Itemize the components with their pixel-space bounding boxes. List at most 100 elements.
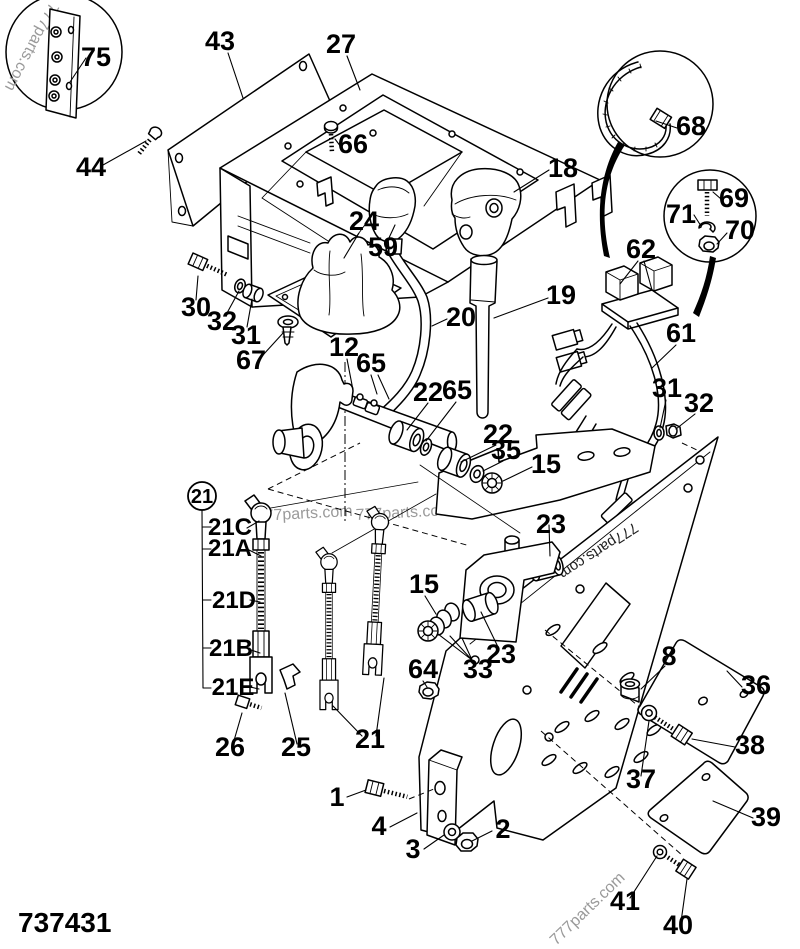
callout-20: 20 bbox=[446, 302, 476, 332]
detail-circle-69-70-71 bbox=[663, 169, 757, 263]
callout-21E: 21E bbox=[212, 674, 255, 701]
nut-2 bbox=[455, 832, 479, 852]
callout-66: 66 bbox=[338, 129, 368, 159]
bolt-26 bbox=[234, 694, 263, 711]
knob-18 bbox=[450, 167, 522, 257]
callout-27: 27 bbox=[326, 29, 356, 59]
callout-68: 68 bbox=[676, 111, 706, 141]
callout-75: 75 bbox=[81, 42, 111, 72]
callout-59: 59 bbox=[368, 232, 398, 262]
leader-lines bbox=[69, 52, 754, 923]
callout-24: 24 bbox=[349, 206, 379, 236]
detail-circle-68 bbox=[597, 50, 714, 158]
callout-44: 44 bbox=[76, 152, 106, 182]
callout-21C: 21C bbox=[208, 514, 252, 541]
lock-nut-15b bbox=[417, 620, 439, 642]
callout-65a: 65 bbox=[356, 348, 386, 378]
bolt-69 bbox=[697, 179, 718, 216]
washer-3 bbox=[443, 823, 461, 841]
callout-61: 61 bbox=[666, 318, 696, 348]
callout-70: 70 bbox=[725, 215, 755, 245]
callout-30: 30 bbox=[181, 292, 211, 322]
callout-22b: 22 bbox=[483, 419, 513, 449]
callout-12: 12 bbox=[329, 332, 359, 362]
callout-35: 35 bbox=[491, 435, 521, 465]
tie-rod-group-21 bbox=[187, 481, 390, 713]
callout-31a: 31 bbox=[231, 320, 261, 350]
callout-18: 18 bbox=[548, 153, 578, 183]
pointer-swoosh-69 bbox=[693, 256, 716, 317]
callout-19: 19 bbox=[546, 280, 576, 310]
callout-23a: 23 bbox=[536, 509, 566, 539]
inline-connector bbox=[551, 379, 592, 421]
tie-rod-right bbox=[358, 506, 390, 675]
washer-31b-nut-32b bbox=[653, 423, 713, 458]
panel-flange bbox=[435, 428, 656, 582]
callout-71: 71 bbox=[666, 199, 696, 229]
pivot-bracket bbox=[417, 541, 561, 643]
callout-40: 40 bbox=[663, 910, 693, 940]
lever-rod-19 bbox=[469, 254, 498, 419]
spacer-22a bbox=[388, 420, 425, 453]
detail-circle-75: 777parts.com bbox=[1, 0, 123, 119]
nut-64 bbox=[418, 681, 440, 700]
bracket-4 bbox=[426, 749, 463, 846]
callout-32b: 32 bbox=[684, 388, 714, 418]
diagram-artwork: 777parts.com bbox=[1, 0, 765, 880]
callout-26: 26 bbox=[215, 732, 245, 762]
callout-64: 64 bbox=[408, 654, 438, 684]
spacer-22b bbox=[436, 446, 472, 478]
bolt-40 bbox=[663, 853, 697, 880]
nut-70 bbox=[698, 235, 720, 253]
callout-15b: 15 bbox=[409, 569, 439, 599]
callout-38: 38 bbox=[735, 730, 765, 760]
plate-39 bbox=[647, 760, 749, 855]
pointer-swoosh-68 bbox=[599, 142, 625, 258]
callout-36: 36 bbox=[741, 670, 771, 700]
callout-65b: 65 bbox=[442, 375, 472, 405]
watermark-center-left: 777parts.com bbox=[255, 503, 353, 525]
gaiter-24 bbox=[267, 233, 402, 338]
grommet-67 bbox=[277, 315, 299, 346]
callout-21B: 21B bbox=[209, 635, 253, 662]
plate-36 bbox=[637, 639, 765, 765]
bolt-38 bbox=[653, 715, 694, 746]
callout-43: 43 bbox=[205, 26, 235, 56]
callout-67: 67 bbox=[236, 345, 266, 375]
bolt-30 bbox=[187, 252, 228, 277]
callout-39: 39 bbox=[751, 802, 781, 832]
callout-labels: 75 43 27 44 66 18 68 69 71 70 24 59 62 3… bbox=[76, 26, 781, 940]
knob-59 bbox=[368, 177, 417, 255]
lock-nut-15a bbox=[481, 472, 503, 494]
switch-62 bbox=[601, 256, 679, 330]
callout-25: 25 bbox=[281, 732, 311, 762]
callout-32a: 32 bbox=[207, 306, 237, 336]
callout-22a: 22 bbox=[413, 377, 443, 407]
callout-41: 41 bbox=[610, 886, 640, 916]
callout-21D: 21D bbox=[212, 587, 256, 614]
cross-shaft-12 bbox=[272, 363, 503, 494]
construction-dashes bbox=[267, 442, 471, 547]
tie-rod-middle bbox=[316, 547, 338, 709]
callout-21: 21 bbox=[355, 724, 385, 754]
callout-31b: 31 bbox=[652, 373, 682, 403]
callout-4: 4 bbox=[371, 811, 386, 841]
washer-41 bbox=[652, 844, 668, 860]
spacer-8 bbox=[619, 678, 641, 703]
figure-number: 737431 bbox=[18, 907, 111, 938]
callout-3: 3 bbox=[405, 834, 420, 864]
callout-15a: 15 bbox=[531, 449, 561, 479]
bolt-66 bbox=[323, 120, 339, 154]
clip-25 bbox=[279, 663, 301, 690]
callout-69: 69 bbox=[719, 183, 749, 213]
washers-32-31 bbox=[233, 278, 264, 303]
callout-37: 37 bbox=[626, 764, 656, 794]
callout-33: 33 bbox=[463, 654, 493, 684]
clamp-65a bbox=[352, 393, 381, 416]
screw-44 bbox=[137, 126, 163, 155]
callout-21A: 21A bbox=[208, 535, 252, 562]
spring-washer-71 bbox=[698, 221, 716, 233]
callout-8: 8 bbox=[661, 641, 676, 671]
callout-62: 62 bbox=[626, 234, 656, 264]
